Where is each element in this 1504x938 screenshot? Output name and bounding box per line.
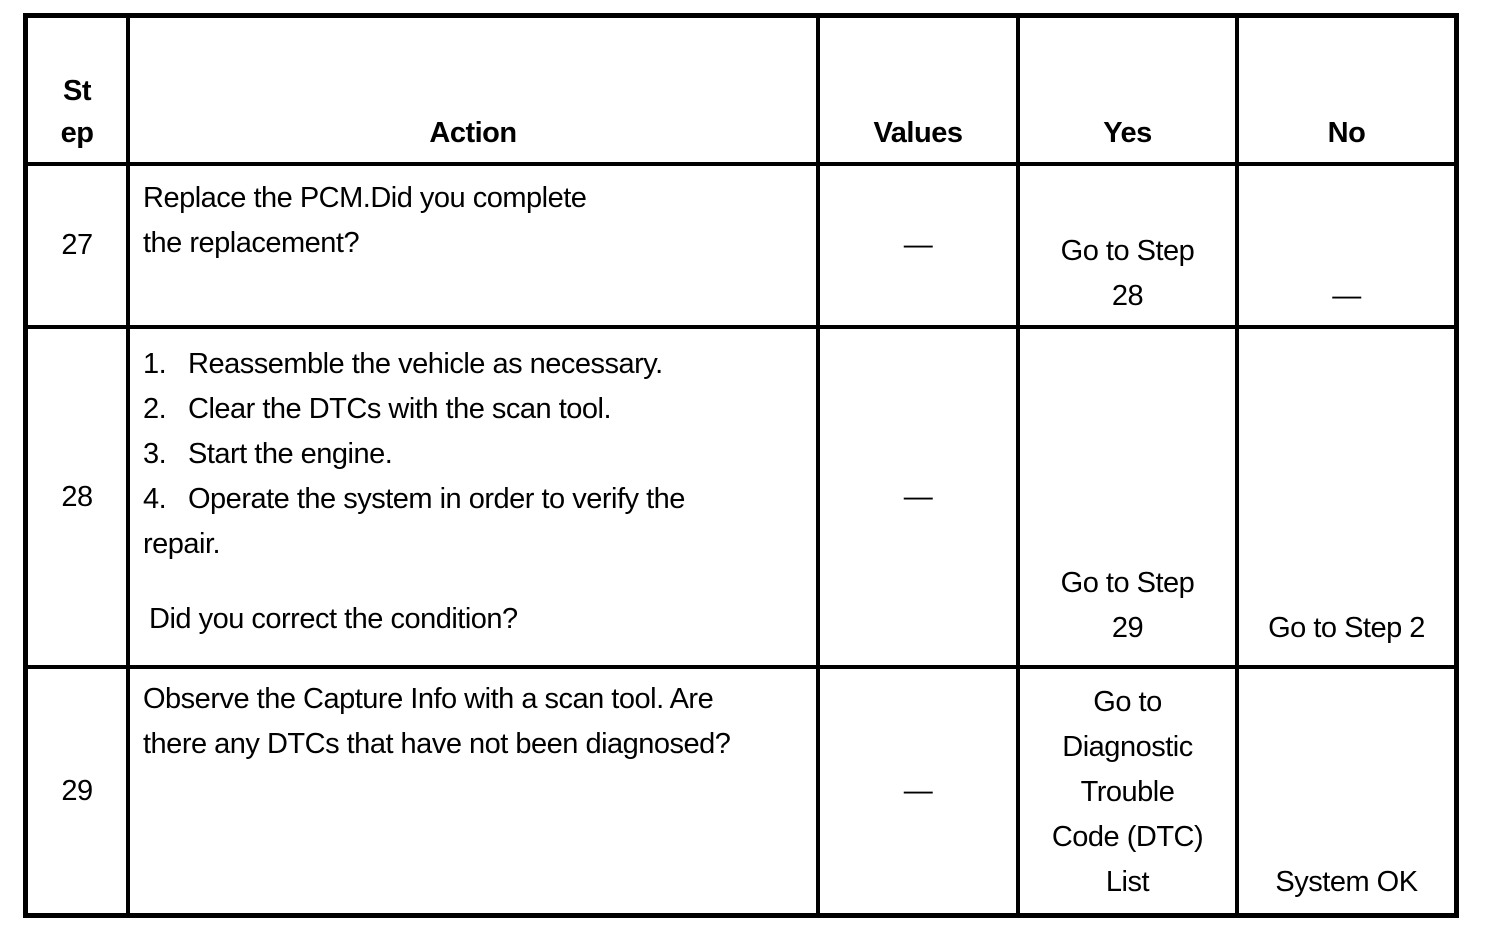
list-item: 2. Clear the DTCs with the scan tool. xyxy=(143,387,806,432)
list-item: 1. Reassemble the vehicle as necessary. xyxy=(143,342,806,387)
action-question: Did you correct the condition? xyxy=(149,603,518,635)
action-cell-28: 1. Reassemble the vehicle as necessary. … xyxy=(130,329,816,665)
header-no-label: No xyxy=(1327,117,1366,149)
list-text: Start the engine. xyxy=(188,438,393,470)
action-line: Replace the PCM.Did you complete xyxy=(143,182,587,214)
yes-line: 28 xyxy=(1111,280,1144,312)
step-number-29: 29 xyxy=(28,669,126,913)
action-line: repair. xyxy=(143,528,221,560)
header-action: Action xyxy=(130,18,816,162)
yes-cell-27: Go to Step 28 xyxy=(1020,166,1235,325)
yes-line: 29 xyxy=(1111,612,1144,644)
no-line: Go to Step 2 xyxy=(1268,612,1425,644)
yes-line: Go to Step xyxy=(1060,567,1195,599)
list-number: 1. xyxy=(143,348,167,380)
no-cell-28: Go to Step 2 xyxy=(1239,329,1454,665)
yes-line: Go to xyxy=(1093,686,1162,718)
header-step-line2: ep xyxy=(60,117,94,149)
step-number-28: 28 xyxy=(28,329,126,665)
step-number-27: 27 xyxy=(28,166,126,325)
yes-line: Diagnostic xyxy=(1062,731,1193,763)
values-cell-29: — xyxy=(820,669,1016,913)
action-line: there any DTCs that have not been diagno… xyxy=(143,728,731,760)
list-item: 3. Start the engine. xyxy=(143,432,806,477)
list-number: 3. xyxy=(143,438,167,470)
yes-line: List xyxy=(1105,866,1150,898)
list-text: Clear the DTCs with the scan tool. xyxy=(188,393,612,425)
action-cell-29: Observe the Capture Info with a scan too… xyxy=(130,669,816,913)
header-step-line1: St xyxy=(63,75,92,107)
yes-line: Go to Step xyxy=(1060,235,1195,267)
no-cell-27: — xyxy=(1239,166,1454,325)
no-line: System OK xyxy=(1275,866,1418,898)
list-number: 4. xyxy=(143,483,167,515)
list-text: Operate the system in order to verify th… xyxy=(188,483,685,515)
header-values-label: Values xyxy=(873,117,963,149)
list-text: Reassemble the vehicle as necessary. xyxy=(188,348,663,380)
diagnostic-table: St ep Action Values Yes No 27 Replace th… xyxy=(23,13,1459,918)
yes-cell-29: Go to Diagnostic Trouble Code (DTC) List xyxy=(1020,669,1235,913)
header-no: No xyxy=(1239,18,1454,162)
yes-line: Trouble xyxy=(1080,776,1175,808)
header-yes: Yes xyxy=(1020,18,1235,162)
values-cell-28: — xyxy=(820,329,1016,665)
header-action-label: Action xyxy=(429,117,517,149)
list-item: 4. Operate the system in order to verify… xyxy=(143,477,806,522)
list-number: 2. xyxy=(143,393,167,425)
header-step: St ep xyxy=(28,18,126,162)
header-values: Values xyxy=(820,18,1016,162)
no-cell-29: System OK xyxy=(1239,669,1454,913)
action-line: Observe the Capture Info with a scan too… xyxy=(143,683,714,715)
yes-line: Code (DTC) xyxy=(1051,821,1204,853)
values-cell-27: — xyxy=(820,166,1016,325)
yes-cell-28: Go to Step 29 xyxy=(1020,329,1235,665)
action-line: the replacement? xyxy=(143,227,360,259)
no-line: — xyxy=(1332,280,1361,312)
header-yes-label: Yes xyxy=(1103,117,1152,149)
action-cell-27: Replace the PCM.Did you complete the rep… xyxy=(130,166,816,325)
